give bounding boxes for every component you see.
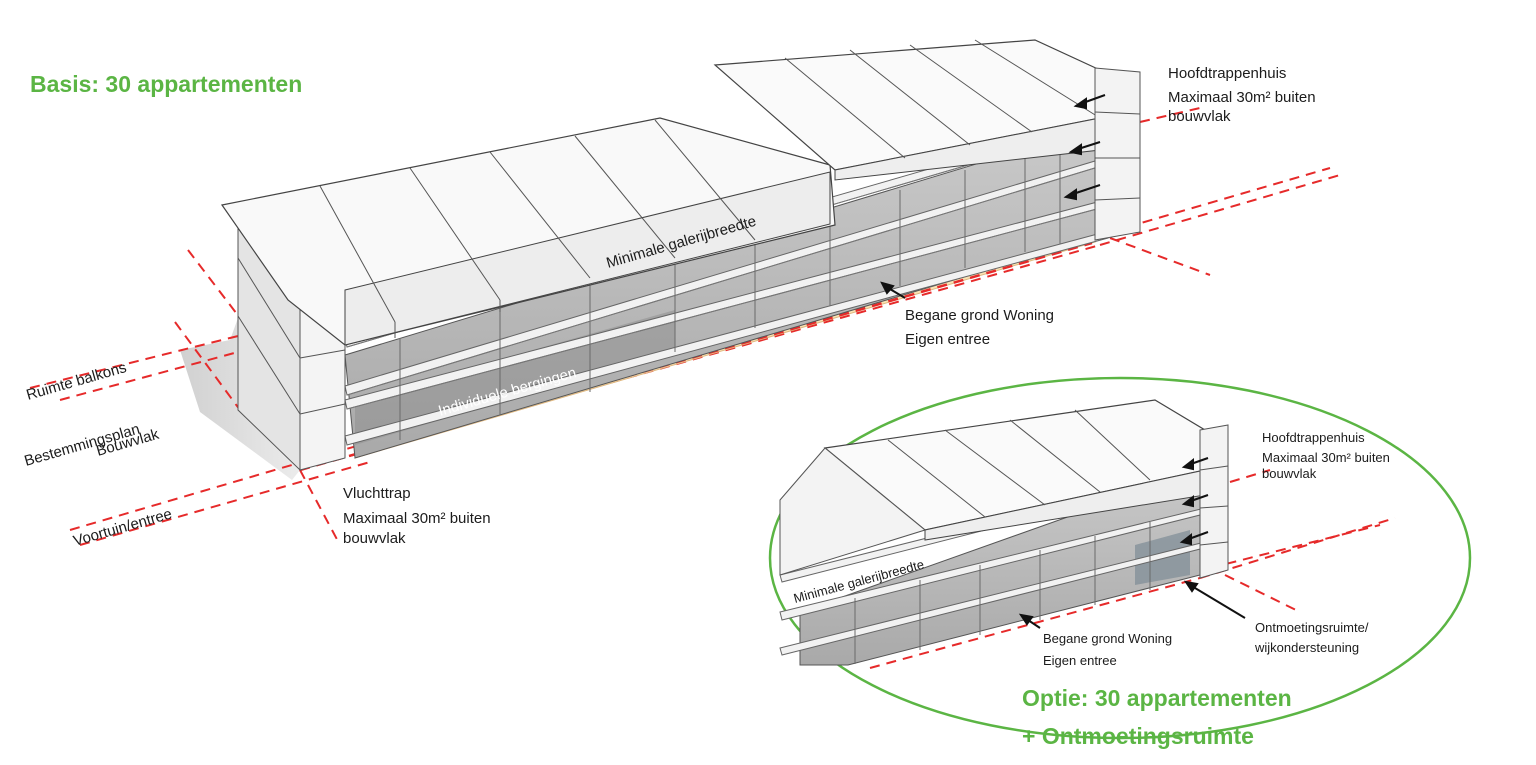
inset-label-hoofdtrappenhuis-note1: Maximaal 30m² buiten <box>1262 450 1390 465</box>
leader-arrows <box>880 94 1106 299</box>
title-optie-line2: + Ontmoetingsruimte <box>1022 723 1254 749</box>
inset-label-eigen-entree: Eigen entree <box>1043 653 1117 668</box>
label-begane-grond: Begane grond Woning <box>905 307 1054 324</box>
inset-boundary-lines <box>869 469 1396 669</box>
hoofdtrappenhuis-tower <box>1094 67 1141 241</box>
inset-label-hoofdtrappenhuis-note2: bouwvlak <box>1262 466 1317 481</box>
inset-leader-arrows <box>1018 457 1246 629</box>
inset-label-hoofdtrappenhuis: Hoofdtrappenhuis <box>1262 430 1365 445</box>
storage-zone <box>355 310 675 445</box>
label-vluchttrap: Vluchttrap <box>343 485 411 502</box>
inset-stair-tower <box>1199 424 1229 579</box>
main-building <box>29 39 1341 546</box>
roof-lower-front <box>344 171 831 346</box>
label-hoofdtrappenhuis-note1: Maximaal 30m² buiten <box>1168 89 1316 106</box>
label-hoofdtrappenhuis-note2: bouwvlak <box>1168 108 1231 125</box>
inset-label-wijkondersteuning: wijkondersteuning <box>1254 640 1359 655</box>
label-eigen-entree: Eigen entree <box>905 331 990 348</box>
title-basis: Basis: 30 appartementen <box>30 71 302 97</box>
facade-modules <box>399 142 1061 440</box>
inset-label-begane-grond: Begane grond Woning <box>1043 631 1172 646</box>
label-hoofdtrappenhuis: Hoofdtrappenhuis <box>1168 65 1286 82</box>
inset-label-ontmoetingsruimte: Ontmoetingsruimte/ <box>1255 620 1369 635</box>
label-ruimte-balkons: Ruimte balkons <box>24 359 128 404</box>
label-voortuin: Voortuin/entree <box>71 505 173 549</box>
option-inset <box>768 376 1472 740</box>
title-optie-line1: Optie: 30 appartementen <box>1022 685 1292 711</box>
label-vluchttrap-note2: bouwvlak <box>343 530 406 547</box>
label-vluchttrap-note1: Maximaal 30m² buiten <box>343 510 491 527</box>
